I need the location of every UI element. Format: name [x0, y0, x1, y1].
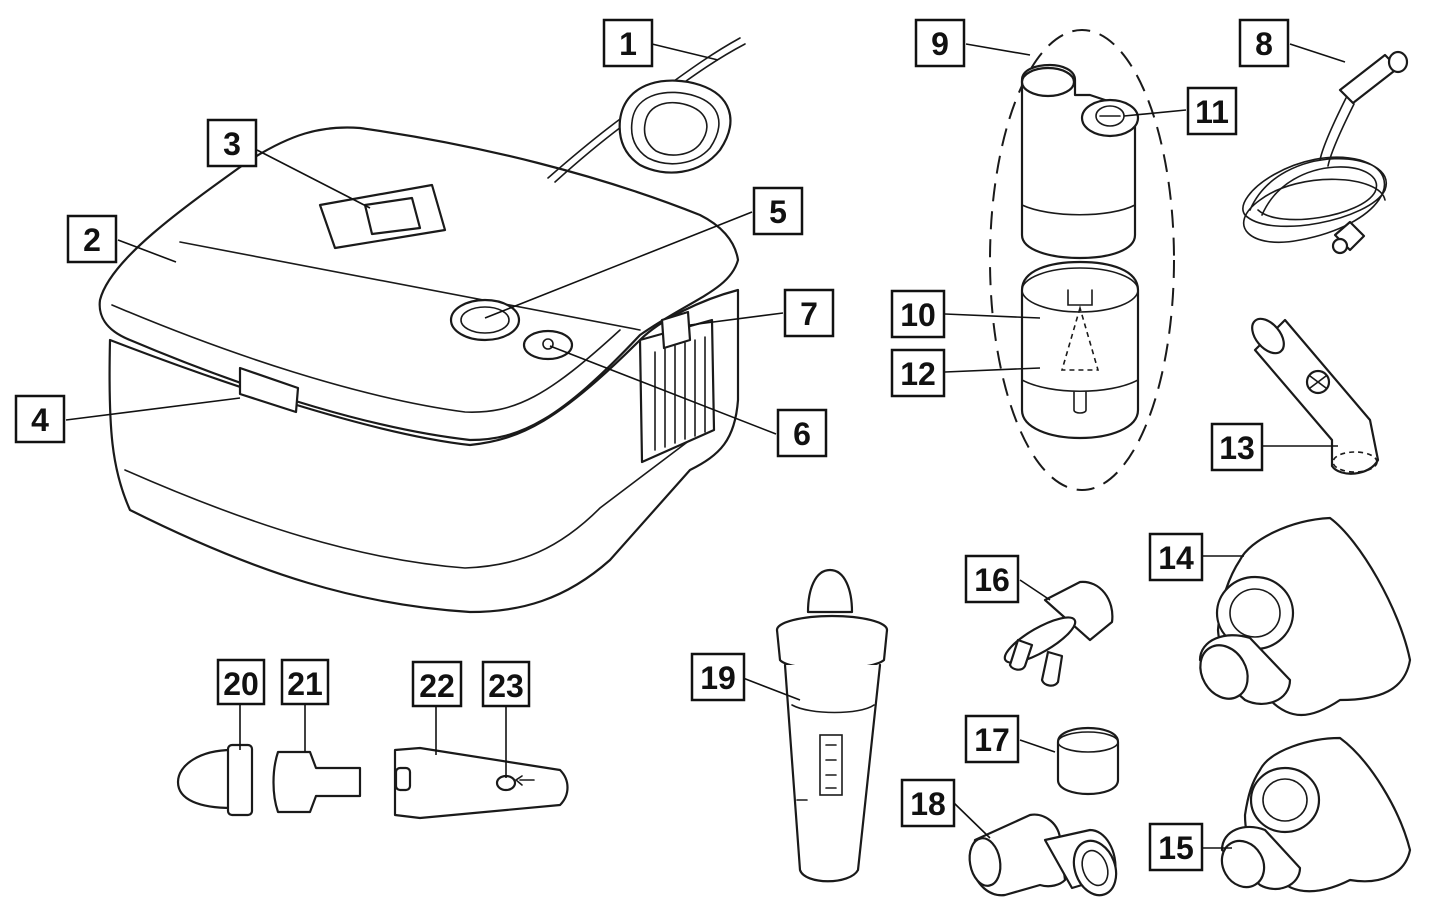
- callout-9-label: 9: [931, 26, 949, 62]
- callout-14: 14: [1150, 534, 1202, 580]
- callout-10: 10: [892, 291, 944, 337]
- callout-16: 16: [966, 556, 1018, 602]
- mouthpiece-icon: [1246, 313, 1378, 474]
- callout-10-label: 10: [900, 297, 936, 333]
- callout-11: 11: [1188, 88, 1236, 134]
- callout-8-label: 8: [1255, 26, 1273, 62]
- callout-21: 21: [282, 660, 328, 704]
- callout-13-label: 13: [1219, 430, 1255, 466]
- callout-15: 15: [1150, 824, 1202, 870]
- callout-3-label: 3: [223, 126, 241, 162]
- callout-6: 6: [778, 410, 826, 456]
- callout-17: 17: [966, 716, 1018, 762]
- callout-15-label: 15: [1158, 830, 1194, 866]
- callout-2-label: 2: [83, 222, 101, 258]
- callout-6-label: 6: [793, 416, 811, 452]
- nebulizer-kit-icon: [990, 30, 1174, 490]
- callout-22: 22: [413, 662, 461, 706]
- air-tube-icon: [1243, 52, 1407, 253]
- child-mask-icon: [1214, 738, 1410, 895]
- nasal-tips-icon: [178, 745, 568, 818]
- callout-11-label: 11: [1195, 94, 1229, 130]
- callout-21-label: 21: [287, 666, 323, 702]
- callout-20: 20: [218, 660, 264, 704]
- nasal-douche-icon: [777, 570, 887, 881]
- callout-7: 7: [785, 290, 833, 336]
- callout-4-label: 4: [31, 402, 49, 438]
- callout-8: 8: [1240, 20, 1288, 66]
- compressor-unit-icon: [100, 127, 738, 612]
- callout-13: 13: [1212, 424, 1262, 470]
- callout-7-label: 7: [800, 296, 818, 332]
- callout-23: 23: [483, 662, 529, 706]
- callout-5-label: 5: [769, 194, 787, 230]
- callout-1-label: 1: [619, 26, 637, 62]
- callout-5: 5: [754, 188, 802, 234]
- elbow-adapter-icon: [966, 815, 1123, 902]
- callout-18: 18: [902, 780, 954, 826]
- callout-22-label: 22: [419, 668, 455, 704]
- callout-18-label: 18: [910, 786, 946, 822]
- callout-14-label: 14: [1158, 540, 1194, 576]
- callout-20-label: 20: [223, 666, 259, 702]
- callout-3: 3: [208, 120, 256, 166]
- callout-17-label: 17: [974, 722, 1010, 758]
- callout-9: 9: [916, 20, 964, 66]
- cap-icon: [1058, 728, 1118, 794]
- callout-19: 19: [692, 654, 744, 700]
- callout-16-label: 16: [974, 562, 1010, 598]
- callout-12: 12: [892, 350, 944, 396]
- callout-4: 4: [16, 396, 64, 442]
- adult-mask-icon: [1191, 518, 1410, 715]
- callout-19-label: 19: [700, 660, 736, 696]
- callout-12-label: 12: [900, 356, 936, 392]
- callout-2: 2: [68, 216, 116, 262]
- callout-23-label: 23: [488, 668, 524, 704]
- callout-1: 1: [604, 20, 652, 66]
